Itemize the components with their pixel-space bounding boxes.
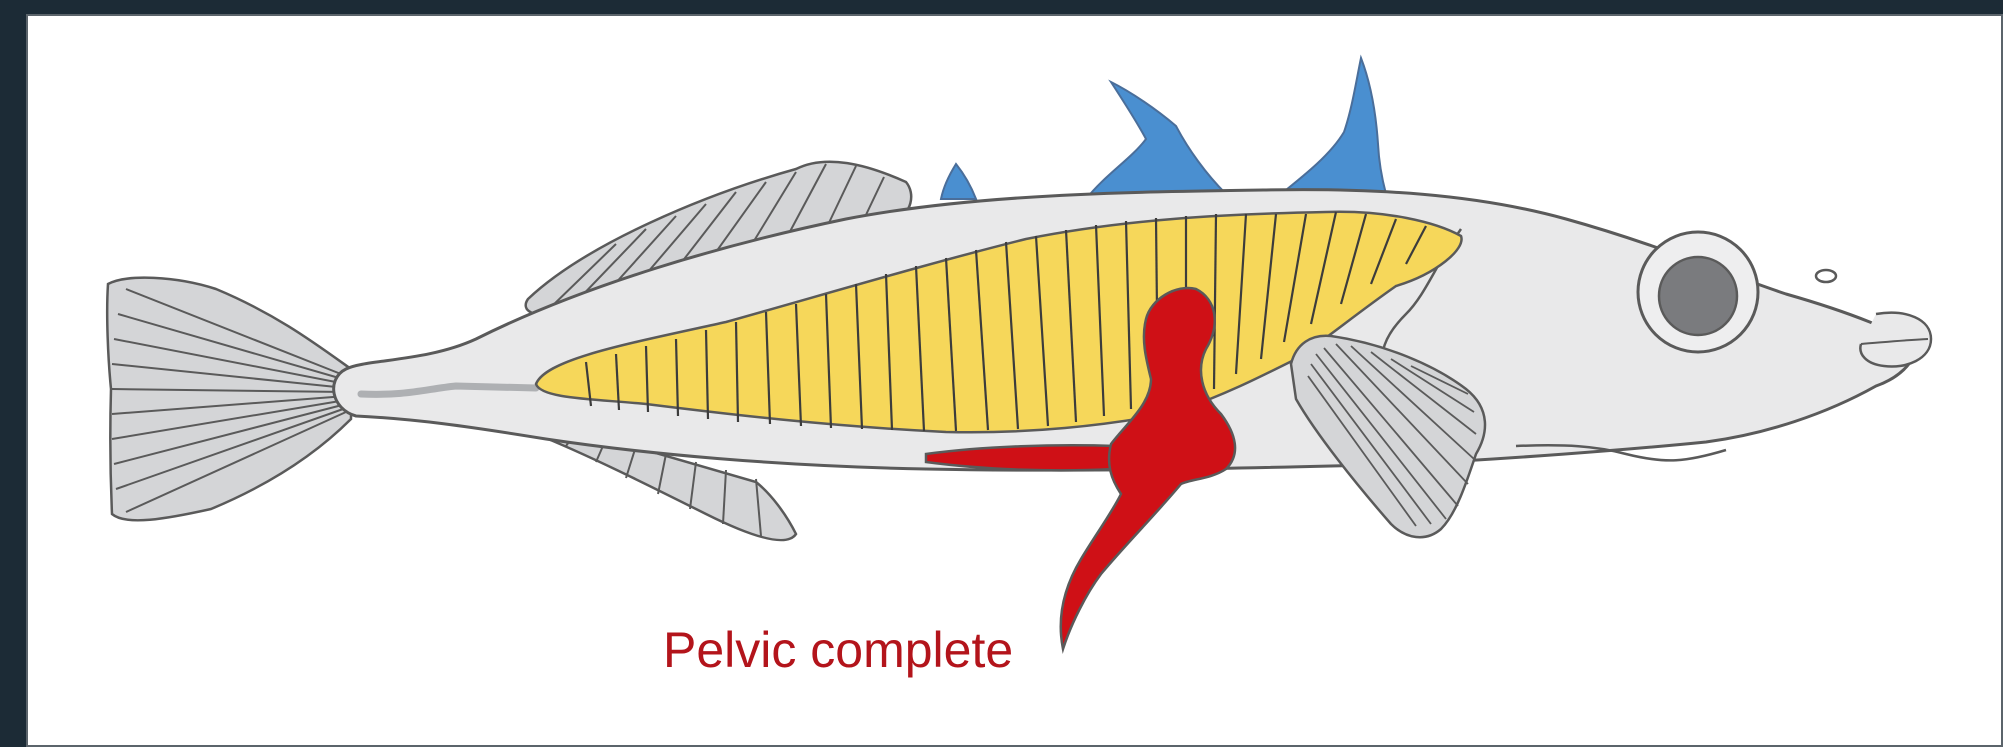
nostril [1816, 270, 1836, 282]
caudal-fin [107, 278, 351, 521]
pelvic-annotation-label: Pelvic complete [663, 621, 1013, 679]
figure-panel: Pelvic complete [26, 14, 2003, 747]
dorsal-spine-small [941, 164, 976, 199]
eye [1638, 232, 1758, 352]
dorsal-spines [941, 58, 1386, 199]
dorsal-spine-1 [1086, 82, 1226, 199]
dorsal-spine-2 [1281, 58, 1386, 194]
stickleback-diagram [26, 14, 2003, 747]
